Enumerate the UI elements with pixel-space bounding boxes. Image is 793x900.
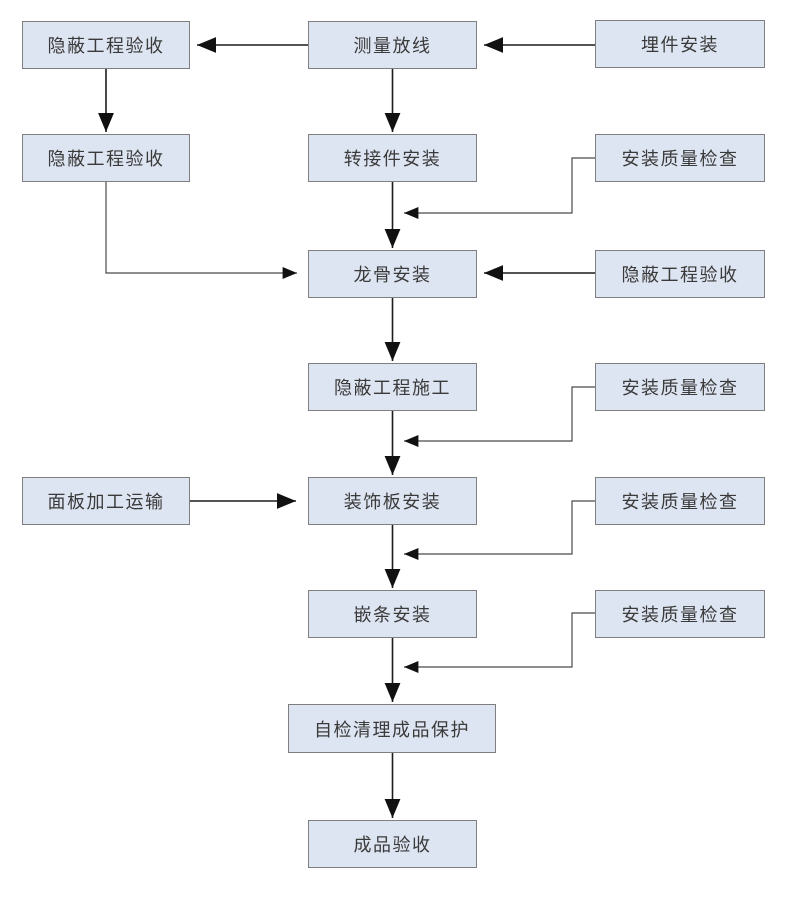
node-quality-check-2: 安装质量检查 [595,363,765,411]
node-quality-check-4: 安装质量检查 [595,590,765,638]
edge-qc4-to-selfcheck-line [404,612,595,673]
node-measure-layout: 测量放线 [308,21,477,69]
node-adapter-install: 转接件安装 [308,134,477,182]
edge-qc1-to-keel-line [404,157,595,219]
node-decorative-panel-install: 装饰板安装 [308,477,477,525]
node-panel-processing-transport: 面板加工运输 [22,477,190,525]
node-trim-strip-install: 嵌条安装 [308,590,477,638]
node-hidden-acceptance-2: 隐蔽工程验收 [22,134,190,182]
node-finished-product-acceptance: 成品验收 [308,820,477,868]
node-hidden-acceptance-1: 隐蔽工程验收 [22,21,190,69]
node-keel-install: 龙骨安装 [308,250,477,298]
node-quality-check-3: 安装质量检查 [595,477,765,525]
edge-qc2-to-decor-line [404,386,595,447]
edge-qc3-to-trim-line [404,500,595,560]
node-hidden-work-construction: 隐蔽工程施工 [308,363,477,411]
node-quality-check-1: 安装质量检查 [595,134,765,182]
node-embed-install: 埋件安装 [595,20,765,68]
node-hidden-acceptance-3: 隐蔽工程验收 [595,250,765,298]
edge-hidden2-to-keel [105,182,297,279]
node-self-check-cleanup-protection: 自检清理成品保护 [288,704,496,753]
